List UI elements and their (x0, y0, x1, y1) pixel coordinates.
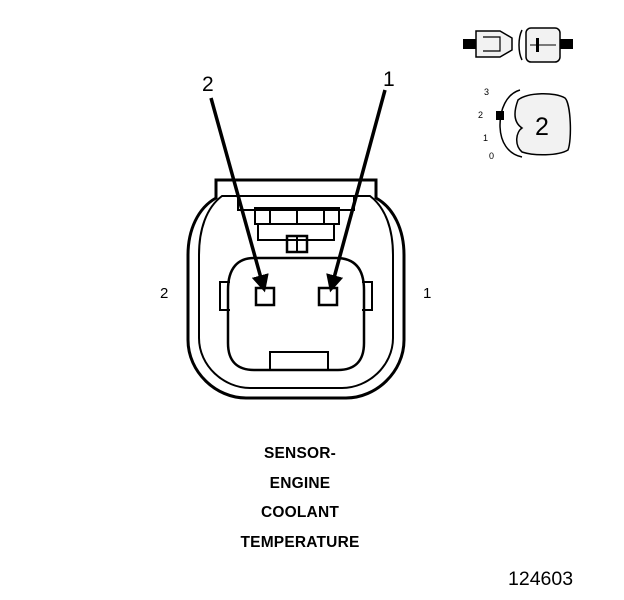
callout-arrow-pin-1 (326, 89, 387, 293)
callout-label-pin-1: 1 (383, 68, 395, 91)
connector-shell (186, 178, 406, 400)
key-scale-1: 1 (483, 133, 489, 143)
connector-side-view-icon (463, 27, 573, 63)
key-scale-3: 3 (484, 87, 490, 97)
caption-line-3: COOLANT (260, 504, 340, 521)
terminal-pin-2 (254, 286, 276, 307)
caption-line-2: ENGINE (269, 475, 331, 492)
caption-line-1: SENSOR- (263, 445, 337, 462)
locking-latch (237, 196, 355, 254)
key-position-indicator (496, 89, 572, 158)
side-label-right: 1 (423, 285, 432, 302)
terminal-pin-1 (317, 286, 339, 307)
key-scale-0: 0 (489, 151, 495, 161)
side-label-left: 2 (160, 285, 169, 302)
callout-label-pin-2: 2 (202, 73, 214, 96)
figure-number: 124603 (508, 568, 574, 590)
terminal-cavity (219, 256, 373, 372)
key-number: 2 (535, 113, 549, 141)
key-scale-2: 2 (478, 110, 484, 120)
caption-line-4: TEMPERATURE (240, 534, 360, 551)
callout-arrow-pin-2 (209, 97, 269, 293)
